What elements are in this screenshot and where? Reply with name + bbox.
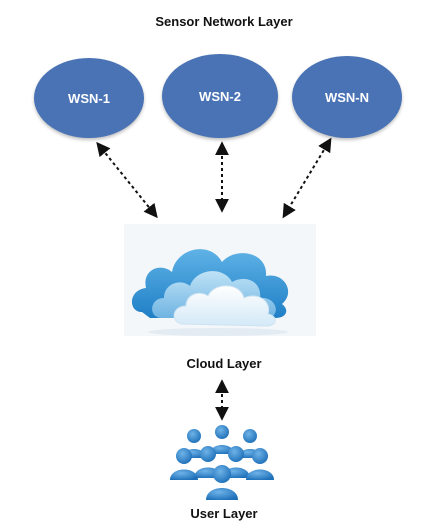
user-layer-title: User Layer <box>190 506 258 521</box>
users-group-icon <box>170 425 274 500</box>
arrow-wsn1-cloud <box>96 141 158 219</box>
wsn-node-n-label: WSN-N <box>324 89 370 105</box>
sensor-network-layer-title: Sensor Network Layer <box>155 14 293 29</box>
arrow-wsnn-cloud <box>282 137 332 219</box>
cloud-layer-title: Cloud Layer <box>186 356 262 371</box>
wsn-node-2-label: WSN-2 <box>199 88 241 104</box>
wsn-node-1-label: WSN-1 <box>68 90 110 106</box>
cloud-icon <box>131 249 289 336</box>
wsn-node-2: WSN-2 <box>162 54 278 138</box>
wsn-node-1: WSN-1 <box>34 58 144 138</box>
wsn-node-n: WSN-N <box>292 56 402 138</box>
